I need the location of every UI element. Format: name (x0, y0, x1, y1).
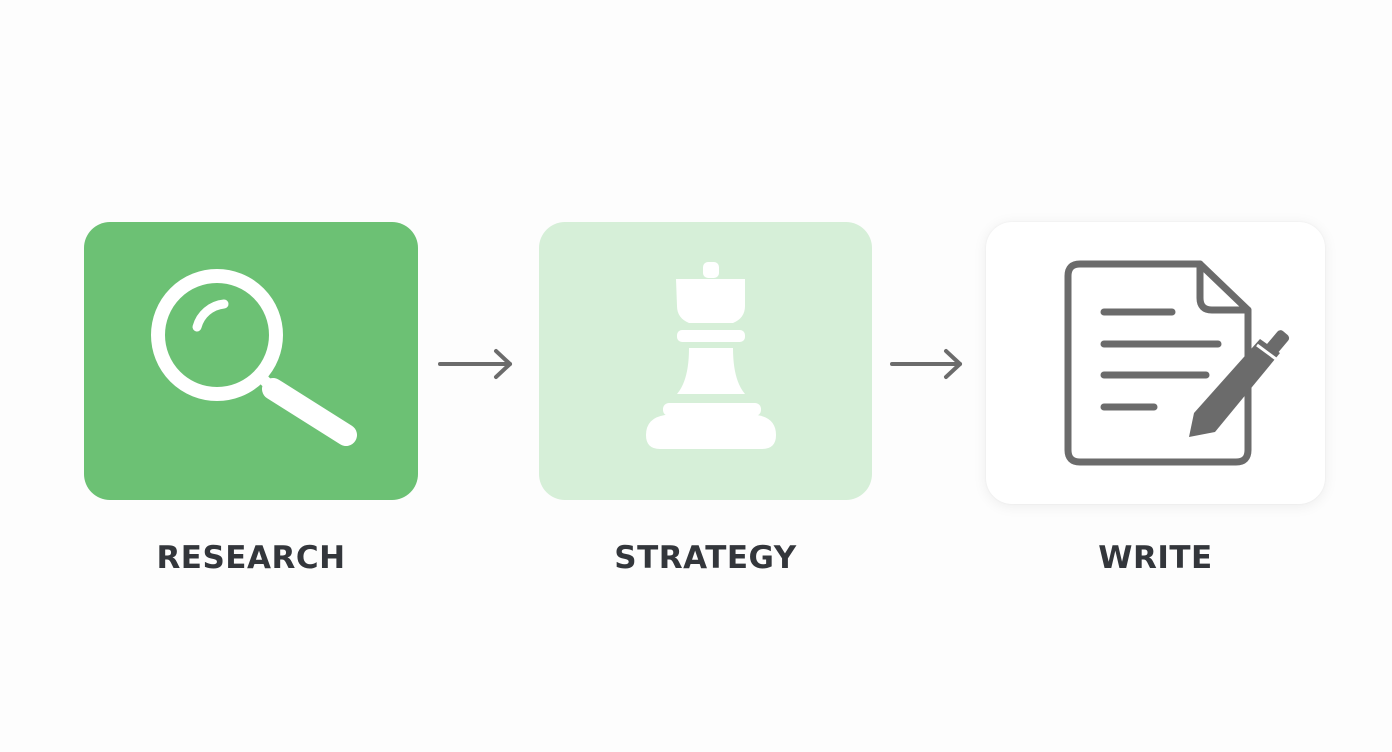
magnifying-glass-icon (151, 269, 357, 446)
research-card (84, 222, 418, 500)
strategy-card (539, 222, 872, 500)
arrow-right-icon (438, 349, 512, 379)
step-label-write: WRITE (1098, 540, 1213, 576)
write-card (986, 222, 1325, 504)
step-label-strategy: STRATEGY (614, 540, 797, 576)
arrow-right-icon (890, 349, 962, 379)
document-pencil-icon (1064, 260, 1290, 466)
step-label-research: RESEARCH (156, 540, 346, 576)
chess-king-icon (646, 262, 776, 449)
